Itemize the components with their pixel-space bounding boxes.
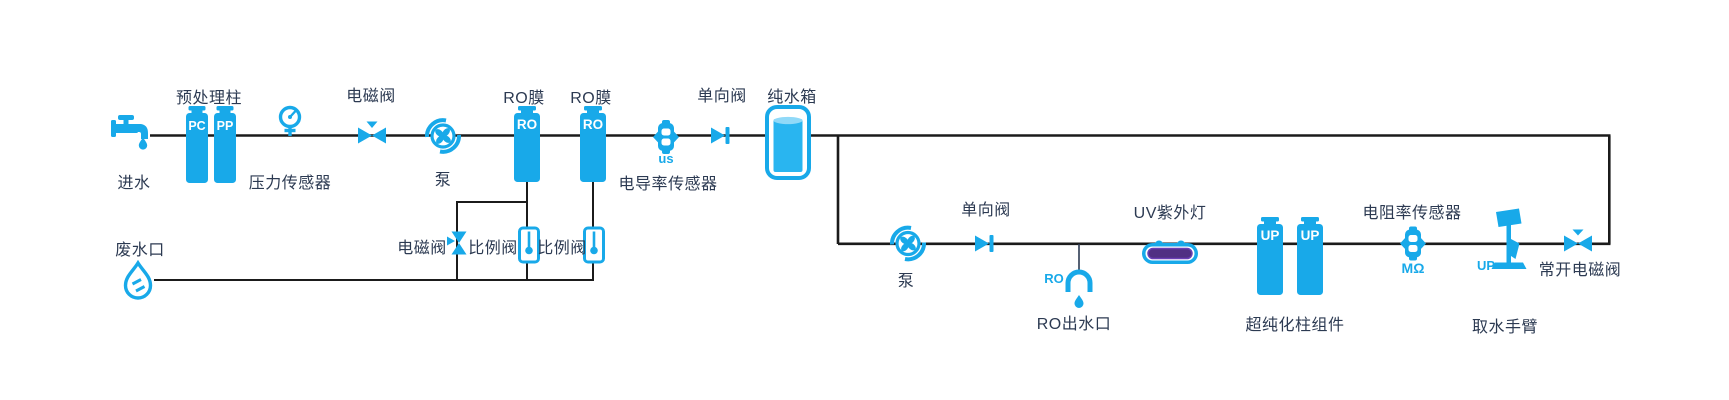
up2-tag: UP: [1301, 228, 1320, 243]
prop1-label: 比例阀: [468, 240, 518, 257]
res-label: 电阻率传感器: [1362, 205, 1462, 222]
up-column-2: UP: [1297, 217, 1323, 295]
pressure-gauge-icon: [278, 105, 302, 136]
up-column-1: UP: [1257, 217, 1283, 295]
faucet-icon: [111, 115, 148, 150]
solenoid-top-label: 电磁阀: [346, 88, 396, 105]
solenoid-valve-top-icon: [358, 121, 386, 144]
pp-label: PP: [217, 119, 234, 133]
waste-label: 废水口: [115, 242, 165, 259]
inlet-label: 进水: [117, 175, 151, 192]
pure-water-tank-icon: [765, 105, 811, 180]
solenoid-valve-bottom-icon: [447, 231, 467, 255]
arm-label: 取水手臂: [1471, 319, 1539, 336]
uv-lamp-icon: [1142, 240, 1198, 264]
tank-label: 纯水箱: [767, 89, 817, 106]
check1-label: 单向阀: [697, 88, 747, 105]
pipes: [150, 134, 1611, 281]
dispense-arm-icon: [1491, 208, 1527, 269]
check2-label: 单向阀: [961, 202, 1011, 219]
pretreat-title: 预处理柱: [175, 90, 243, 107]
ro2-label: RO膜: [570, 90, 612, 107]
proportional-valve1-icon: [518, 226, 540, 264]
waste-drop-icon: [123, 259, 153, 300]
conductivity-sensor-icon: [653, 120, 679, 154]
pc-label: PC: [188, 119, 205, 133]
pump1-fan: [435, 128, 451, 144]
pretreatment-column-pc: PC: [186, 106, 208, 183]
pressure-sensor-label: 压力传感器: [248, 175, 332, 192]
uv-label: UV紫外灯: [1133, 205, 1207, 222]
ro-outlet-icon: [1065, 269, 1093, 308]
pump2-fan: [900, 235, 916, 252]
check-valve1-icon: [711, 127, 730, 144]
arm-tag: UP: [1476, 258, 1496, 273]
pump1-icon: [425, 118, 461, 154]
ro1-label: RO膜: [503, 90, 545, 107]
pump1-label: 泵: [434, 172, 452, 189]
ro-outlet-tag: RO: [1044, 271, 1064, 286]
ro2-tag: RO: [583, 117, 603, 132]
pump2-label: 泵: [897, 273, 915, 290]
resistivity-sensor-icon: [1400, 226, 1426, 261]
cond-label: 电导率传感器: [618, 176, 718, 193]
solenoid-bottom-label: 电磁阀: [397, 240, 447, 257]
ro1-tag: RO: [517, 117, 537, 132]
up1-tag: UP: [1261, 228, 1280, 243]
proportional-valve2-icon: [583, 226, 605, 264]
pump2-icon: [890, 225, 926, 262]
ro-membrane-column-2: RO: [580, 106, 606, 182]
cond-unit: us: [658, 151, 674, 166]
ro-outlet-label: RO出水口: [1036, 316, 1112, 333]
no-valve-label: 常开电磁阀: [1538, 262, 1622, 279]
ro-membrane-column-1: RO: [514, 106, 540, 182]
check-valve2-icon: [975, 235, 994, 252]
normally-open-valve-icon: [1564, 229, 1592, 252]
up-cols-label: 超纯化柱组件: [1245, 317, 1345, 334]
prop2-label: 比例阀: [537, 240, 587, 257]
res-unit: MΩ: [1401, 260, 1425, 276]
pretreatment-column-pp: PP: [214, 106, 236, 183]
